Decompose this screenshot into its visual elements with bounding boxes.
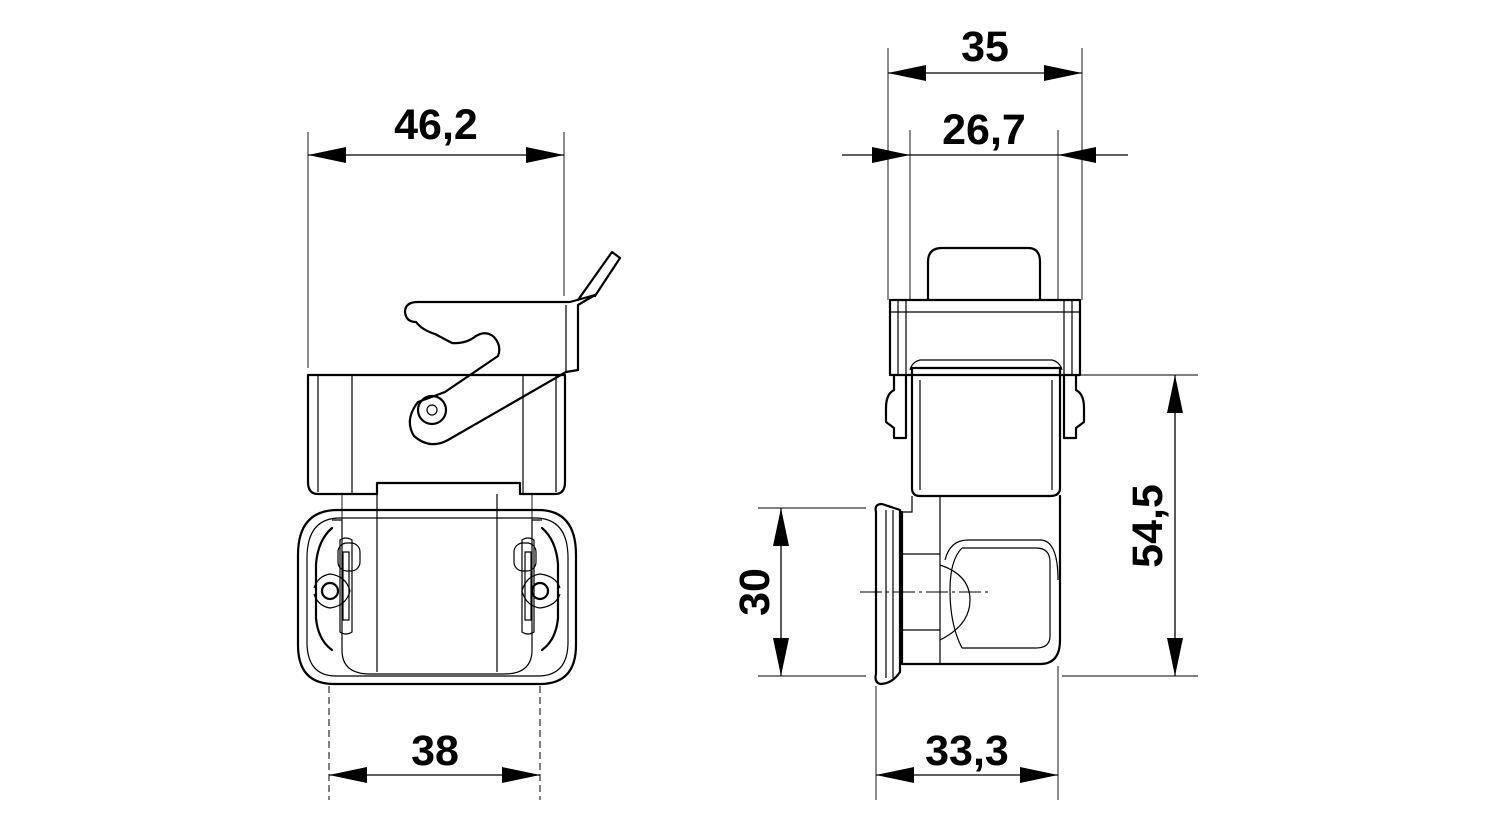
side-view	[860, 246, 1086, 686]
dim-label-entry-height: 30	[731, 568, 779, 616]
cable-entry-flange	[874, 502, 902, 686]
front-housing-body	[306, 373, 567, 496]
dim-label-side-bottom: 33,3	[925, 727, 1009, 775]
right-screw-hole	[530, 581, 550, 601]
right-mounting-lug	[540, 526, 560, 652]
dim-label-side-outer: 35	[961, 23, 1009, 71]
locking-lever	[403, 293, 597, 446]
side-latch-left	[884, 373, 908, 440]
dim-label-side-inner: 26,7	[942, 106, 1026, 154]
dim-label-side-height: 54,5	[1124, 484, 1172, 568]
front-dimensions: 46,2 38	[307, 101, 565, 800]
front-base	[296, 508, 578, 686]
side-upper-body	[910, 373, 1062, 498]
side-latch-right	[1062, 373, 1086, 440]
side-top-handle	[926, 246, 1042, 302]
dim-label-front-bottom: 38	[411, 727, 459, 775]
lever-pivot	[416, 394, 448, 426]
left-mounting-lug	[314, 526, 334, 652]
front-view	[296, 250, 622, 686]
dim-label-front-top: 46,2	[394, 101, 478, 149]
side-dimensions: 35 26,7 33,3 54,5 30	[731, 23, 1198, 800]
side-lower-body	[900, 494, 1062, 666]
left-screw-hole	[320, 581, 340, 601]
